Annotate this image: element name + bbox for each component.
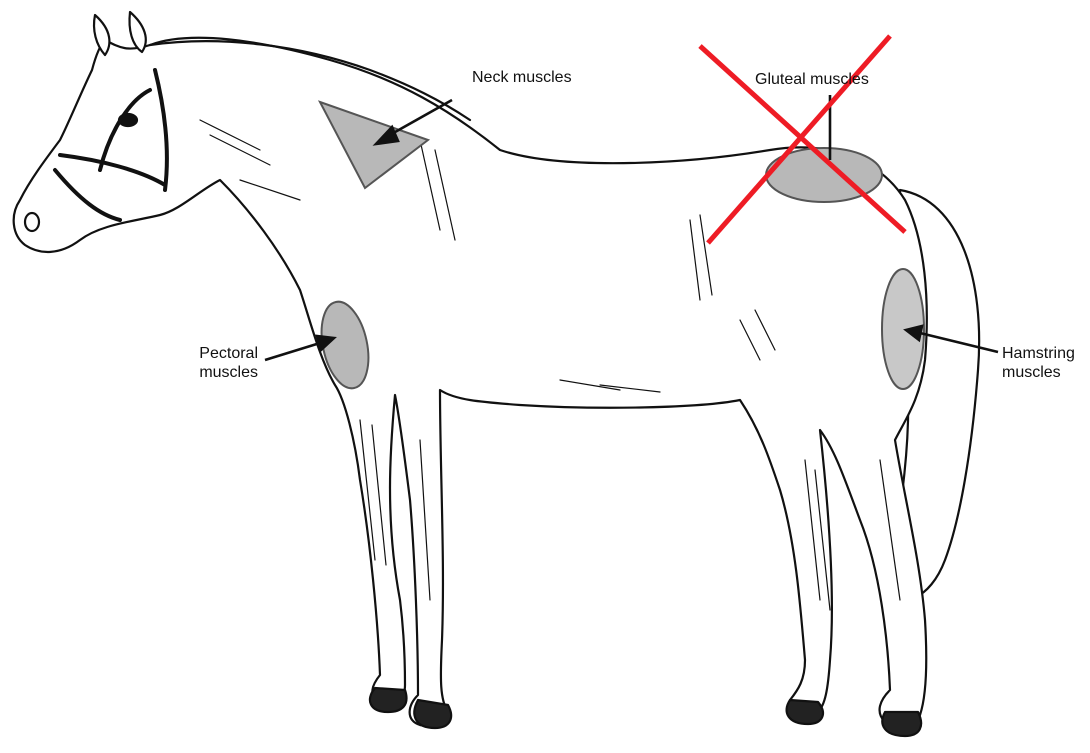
gluteal-muscles-label: Gluteal muscles: [755, 70, 869, 89]
pectoral-muscles-label: Pectoral muscles: [170, 344, 258, 382]
horse-hooves: [370, 688, 921, 736]
hamstring-muscles-label: Hamstring muscles: [1002, 344, 1075, 382]
horse-illustration: [14, 12, 979, 736]
neck-muscles-label: Neck muscles: [472, 68, 572, 87]
pectoral-leader-line: [265, 343, 320, 360]
horse-ear-right: [130, 12, 146, 52]
horse-body: [14, 38, 927, 728]
horse-ear-left: [94, 15, 109, 55]
